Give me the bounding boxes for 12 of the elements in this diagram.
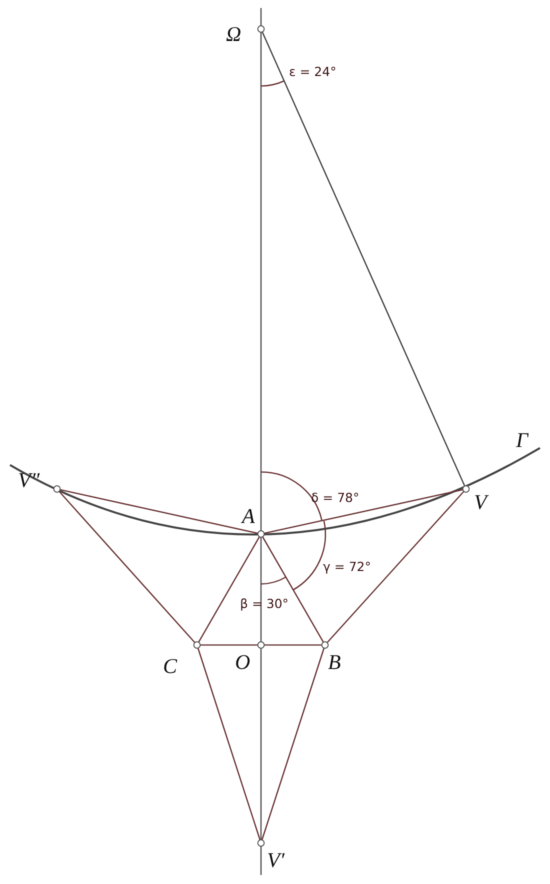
point-label: V′ [267, 850, 284, 871]
angle-label: δ = 78° [311, 492, 360, 504]
point-label: V [474, 492, 487, 513]
angle-label: ε = 24° [289, 66, 336, 78]
angle-label: γ = 72° [323, 561, 371, 574]
curve-label: Γ [516, 430, 528, 451]
point-label: A [242, 506, 255, 527]
point-label: V″ [18, 470, 40, 491]
point-label: O [235, 652, 250, 673]
point-label: Ω [226, 24, 242, 45]
point-label: B [328, 652, 341, 673]
point-label: C [163, 656, 178, 677]
